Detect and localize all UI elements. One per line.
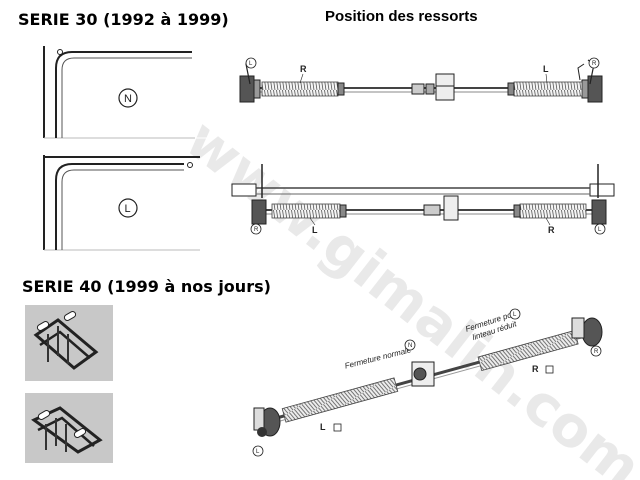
center-bracket-top	[435, 73, 455, 101]
door-n-badge	[118, 88, 138, 108]
center-bracket-bottom	[443, 195, 459, 221]
spring-top-right-label: L	[543, 64, 549, 74]
iso-spring-left	[281, 377, 399, 423]
iso-spring-assembly: Fermeture normale N Fermeture pour linte…	[252, 308, 603, 457]
door-l-label: L	[125, 203, 131, 215]
spring-diagram-bottom: L R R L	[231, 164, 615, 235]
door-profile-n: N	[39, 45, 211, 139]
door-n-label: N	[124, 93, 132, 105]
end-bottom-left-label: R	[254, 227, 259, 233]
spring-diagram-top: R L L R	[239, 57, 603, 103]
spring-bottom-left-label: L	[312, 225, 318, 235]
annotation-normal: Fermeture normale	[344, 345, 413, 370]
serie40-thumbnail-1	[25, 305, 113, 381]
door-profile-l: L	[43, 155, 200, 251]
spring-position-heading: Position des ressorts	[325, 8, 478, 25]
annotation-reduced-badge: L	[513, 312, 517, 318]
spring-bottom-right-label: R	[548, 225, 555, 235]
watermark-text: www.gimalin.com	[173, 107, 640, 480]
annotation-normal-badge: N	[408, 343, 412, 349]
serie-40-heading: SERIE 40 (1999 à nos jours)	[22, 277, 271, 296]
spring-right-top	[513, 81, 583, 97]
door-l-badge	[118, 198, 138, 218]
spring-left-top	[261, 81, 339, 97]
end-top-left-label: L	[249, 61, 253, 67]
serie40-thumbnail-2	[25, 393, 113, 463]
iso-spring-left-label: L	[320, 422, 326, 432]
iso-end-right-label: R	[594, 349, 599, 355]
drum-left-bottom	[251, 199, 267, 225]
end-bottom-right-label: L	[598, 227, 602, 233]
end-top-right-label: R	[592, 61, 597, 67]
drum-left-top	[239, 75, 255, 103]
spring-right-bottom	[519, 203, 587, 219]
iso-drum-right	[581, 317, 603, 347]
drum-right-top	[587, 75, 603, 103]
serie-30-heading: SERIE 30 (1992 à 1999)	[18, 10, 229, 29]
spring-top-left-label: R	[300, 64, 307, 74]
spring-left-bottom	[271, 203, 341, 219]
iso-end-left-label: L	[256, 449, 260, 455]
iso-spring-right-label: R	[532, 364, 539, 374]
drum-right-bottom	[591, 199, 607, 225]
watermark: www.gimalin.com	[173, 107, 640, 480]
